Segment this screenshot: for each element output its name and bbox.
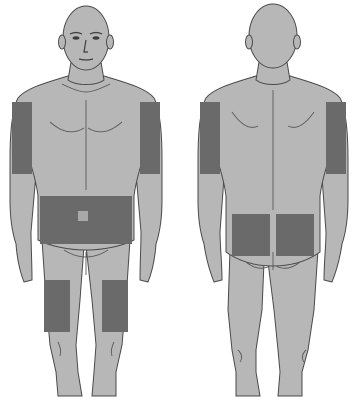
- front-right-ear: [107, 35, 114, 49]
- front-left-ear: [59, 35, 66, 49]
- excluded-area-navel: [78, 211, 88, 221]
- injection-zone-left-buttock: [232, 214, 270, 256]
- back-view-figure: [198, 4, 348, 396]
- back-right-leg: [268, 250, 318, 396]
- injection-zone-front-right-upper-arm: [140, 102, 160, 174]
- back-left-leg: [228, 250, 264, 396]
- injection-zone-front-left-upper-arm: [12, 102, 32, 174]
- injection-zone-left-thigh: [44, 280, 70, 332]
- back-left-ear: [246, 35, 253, 49]
- injection-zone-back-right-upper-arm: [326, 102, 346, 174]
- front-view-figure: [10, 6, 162, 396]
- injection-zone-right-thigh: [102, 280, 128, 332]
- back-right-ear: [294, 35, 301, 49]
- injection-zone-back-left-upper-arm: [200, 102, 220, 174]
- injection-zone-right-buttock: [276, 214, 314, 256]
- back-head: [249, 4, 297, 68]
